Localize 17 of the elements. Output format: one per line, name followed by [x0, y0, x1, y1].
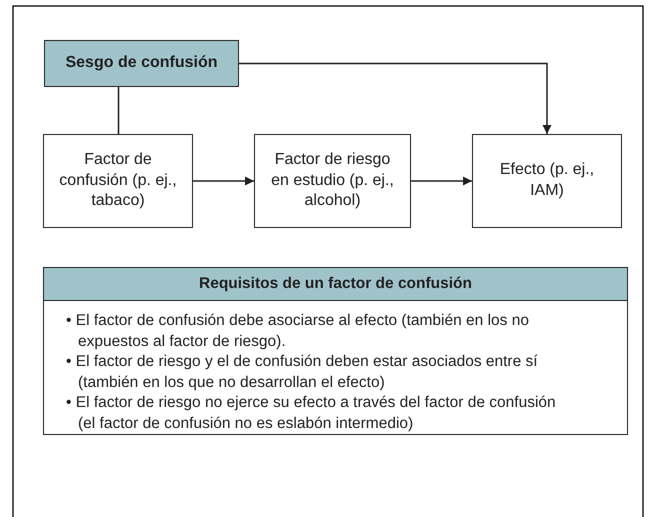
node-label: Efecto (p. ej., IAM) — [498, 160, 596, 201]
connector-line — [118, 87, 120, 134]
node-label: Sesgo de confusión — [64, 53, 218, 74]
process-box — [43, 134, 193, 228]
arrow — [193, 176, 254, 186]
requirements-panel — [43, 267, 628, 435]
arrow — [411, 176, 472, 186]
node-label: Factor de confusión (p. ej., tabaco) — [58, 150, 178, 212]
bullet-item: • El factor de confusión debe asociarse al efecto (también en los no expuestos al factor de riesgo). — [66, 311, 530, 352]
process-box — [254, 134, 411, 228]
bullet-item: • El factor de riesgo no ejerce su efecto a través del factor de confusión (el factor de confusión no es eslabón intermedio) — [66, 393, 557, 434]
node-label: Factor de riesgo en estudio (p. ej., alcohol) — [270, 150, 395, 212]
arrow — [239, 62, 552, 134]
panel-heading: Requisitos de un factor de confusión — [44, 268, 627, 302]
header-box — [44, 40, 239, 87]
process-box — [472, 134, 622, 228]
bullet-item: • El factor de riesgo y el de confusión deben estar asociados entre sí (también en los que no desarrollan el efecto) — [66, 352, 539, 393]
